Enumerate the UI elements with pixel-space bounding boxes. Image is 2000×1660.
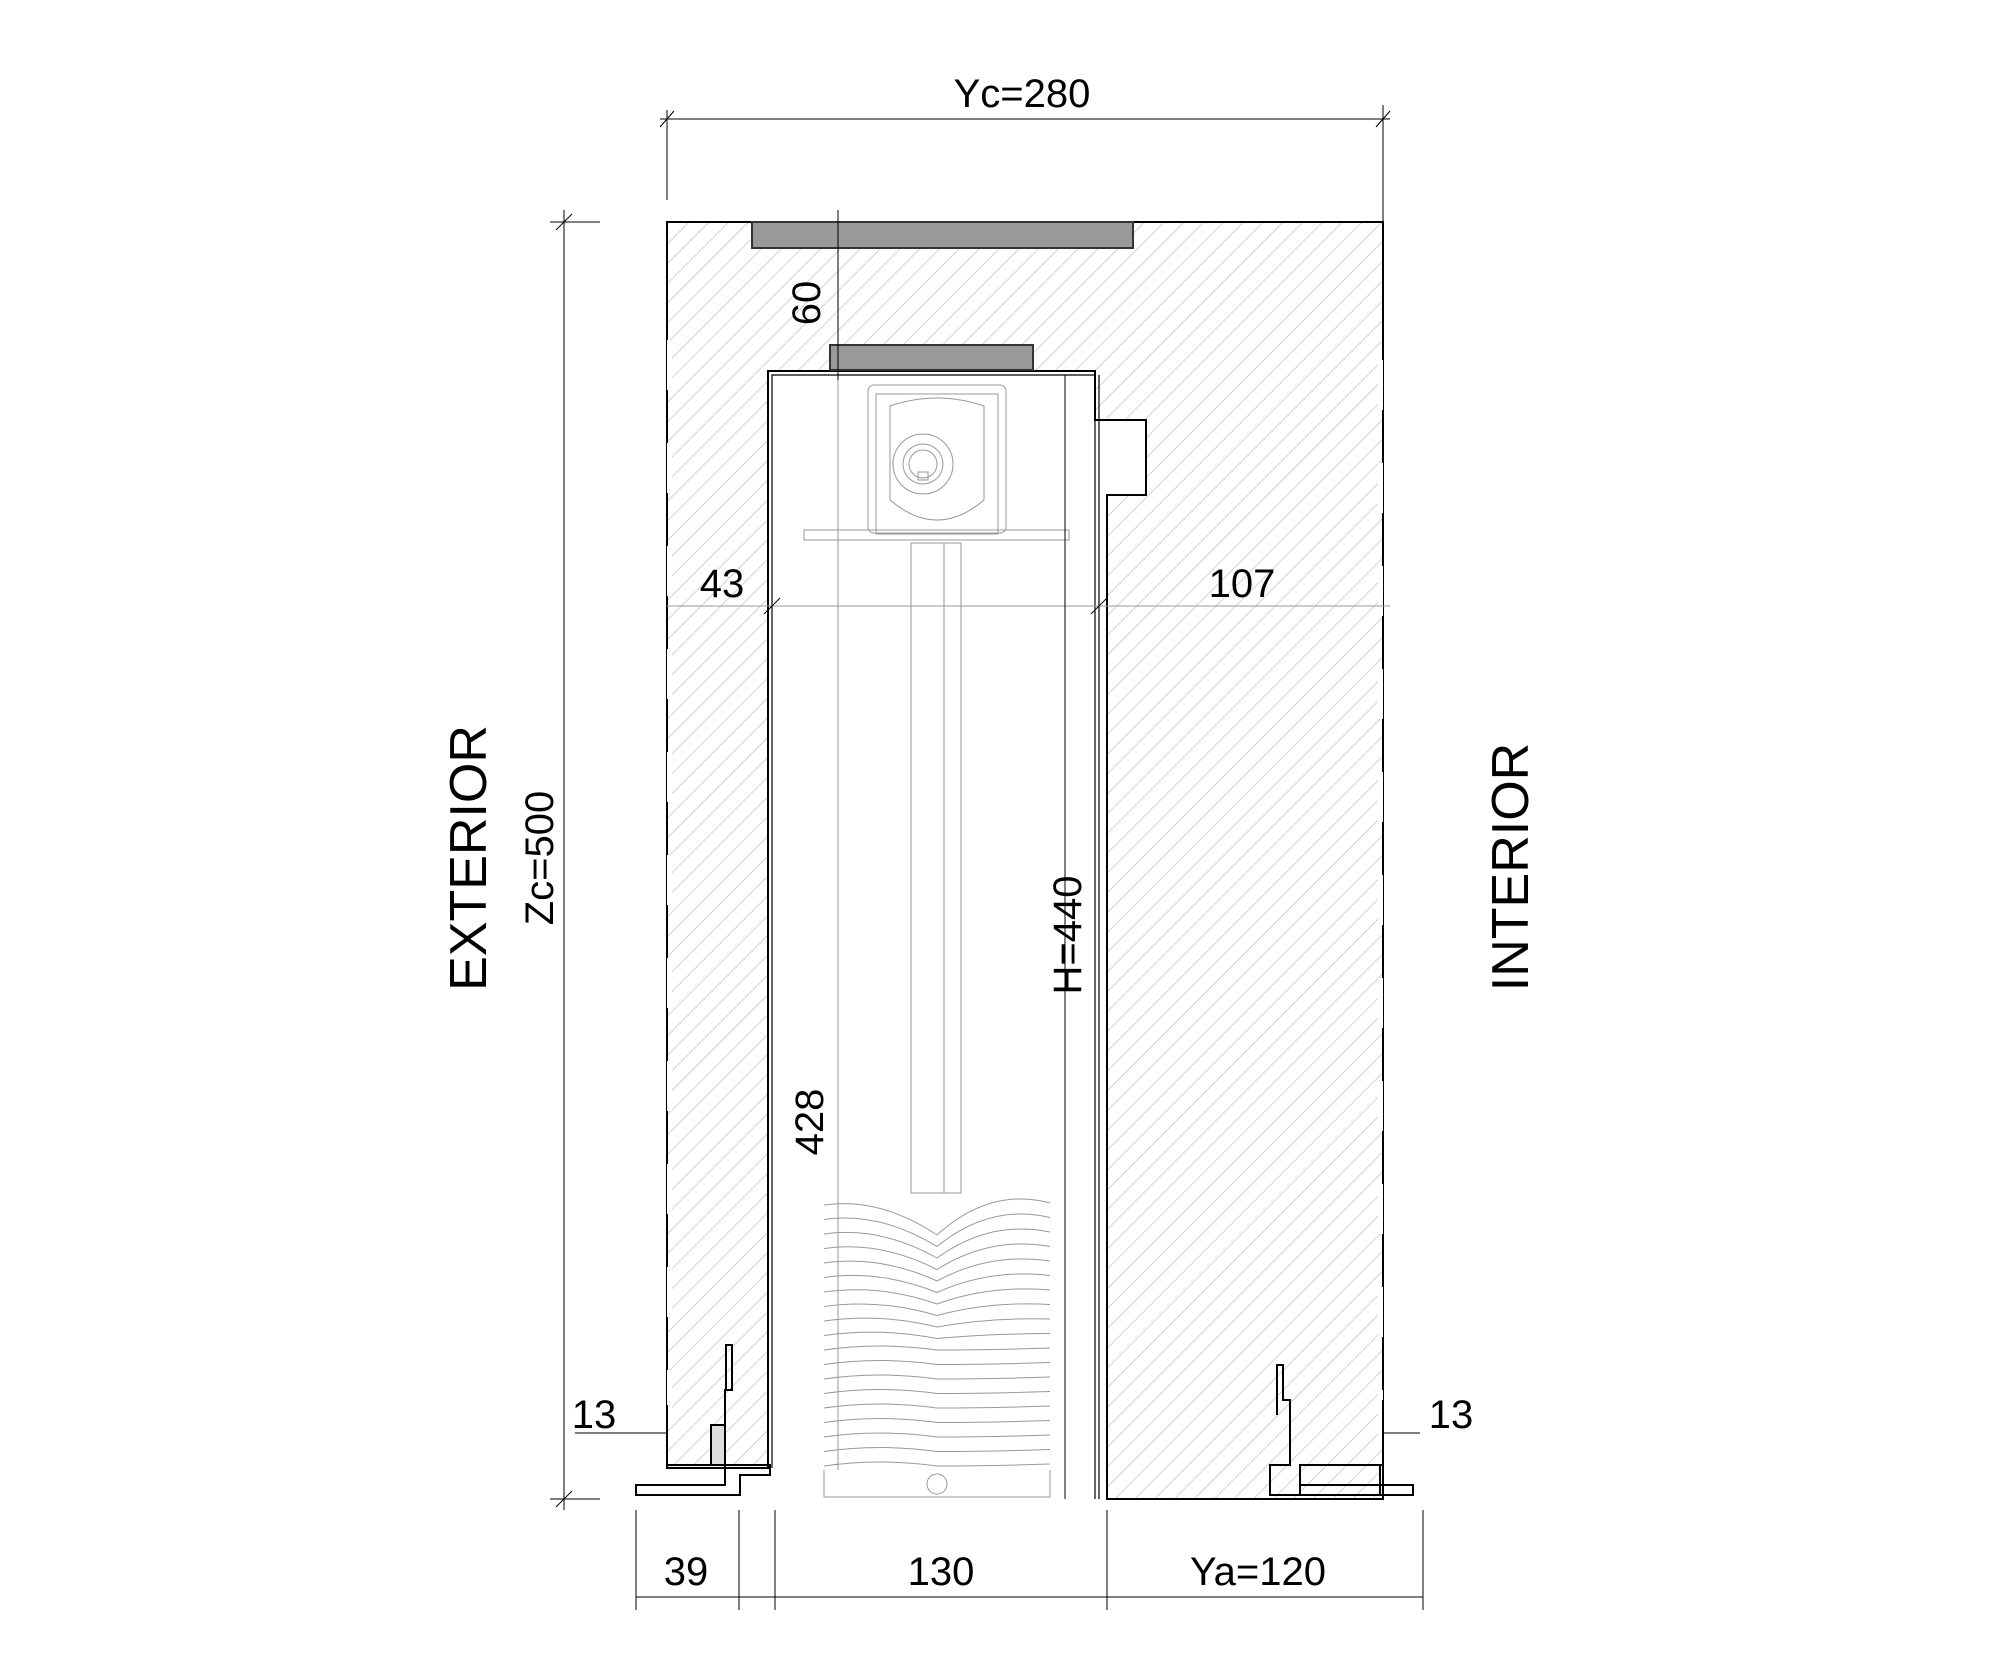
wall-edge-serrations-right bbox=[1378, 360, 1383, 1440]
serration bbox=[667, 958, 672, 1008]
serration bbox=[667, 1164, 672, 1214]
slat bbox=[823, 1360, 1051, 1366]
slat bbox=[823, 1331, 1051, 1340]
serration bbox=[1378, 566, 1383, 616]
slat bbox=[823, 1198, 1051, 1236]
slat bbox=[823, 1447, 1051, 1453]
slat bbox=[823, 1345, 1051, 1351]
serration bbox=[1378, 772, 1383, 822]
wall-section bbox=[666, 221, 1384, 1500]
window-frame-interior bbox=[1269, 1364, 1414, 1496]
serration bbox=[667, 752, 672, 802]
serration bbox=[667, 1061, 672, 1111]
serration bbox=[667, 855, 672, 905]
slat bbox=[823, 1403, 1051, 1409]
window-frame-exterior bbox=[635, 1344, 771, 1496]
dim-total-width: Yc=280 bbox=[954, 72, 1091, 116]
shutter-slats-stack bbox=[823, 1198, 1051, 1498]
serration bbox=[1378, 463, 1383, 513]
slat bbox=[823, 1432, 1051, 1438]
slat bbox=[823, 1213, 1051, 1248]
slat bbox=[823, 1374, 1051, 1380]
serration bbox=[1378, 360, 1383, 410]
dim-frame-left: 13 bbox=[572, 1393, 617, 1437]
serration bbox=[1378, 1390, 1383, 1440]
roller-rod bbox=[837, 371, 962, 1470]
serration bbox=[1378, 1287, 1383, 1337]
slat bbox=[823, 1273, 1051, 1294]
serration bbox=[1378, 1184, 1383, 1234]
dim-exterior-wall: 43 bbox=[700, 562, 745, 606]
bottom-slat bbox=[823, 1470, 1051, 1498]
slat bbox=[823, 1228, 1051, 1259]
serration bbox=[667, 649, 672, 699]
top-plate bbox=[751, 221, 1134, 249]
label-exterior: EXTERIOR bbox=[440, 725, 498, 991]
dim-interior-wall: 107 bbox=[1209, 562, 1276, 606]
slat bbox=[823, 1303, 1051, 1317]
slat bbox=[823, 1243, 1051, 1271]
serration bbox=[1378, 875, 1383, 925]
slat bbox=[823, 1461, 1051, 1467]
slat bbox=[823, 1317, 1051, 1328]
dim-curtain-height: 428 bbox=[788, 1089, 832, 1156]
slat bbox=[823, 1258, 1051, 1282]
dimension-lines bbox=[550, 105, 1424, 1610]
roller-motor-bracket bbox=[803, 384, 1070, 541]
dim-frame-right: 13 bbox=[1429, 1393, 1474, 1437]
serration bbox=[1378, 978, 1383, 1028]
lintel-plate bbox=[829, 344, 1034, 371]
slat bbox=[823, 1389, 1051, 1395]
slat bbox=[823, 1288, 1051, 1305]
serration bbox=[667, 1267, 672, 1317]
label-interior: INTERIOR bbox=[1482, 743, 1540, 991]
serration bbox=[667, 1370, 672, 1420]
dim-box-width: 130 bbox=[908, 1550, 975, 1594]
slat bbox=[823, 1418, 1051, 1424]
serration bbox=[1378, 1081, 1383, 1131]
dim-interior-width: Ya=120 bbox=[1190, 1550, 1326, 1594]
wall-edge-serrations-left bbox=[667, 340, 672, 1420]
serration bbox=[667, 443, 672, 493]
bottom-slat-hole bbox=[926, 1473, 948, 1495]
dim-lintel-depth: 60 bbox=[785, 281, 829, 326]
serration bbox=[667, 340, 672, 390]
dim-total-height: Zc=500 bbox=[518, 791, 562, 926]
shutter-box-cavity bbox=[771, 371, 1100, 1499]
dim-opening-height: H=440 bbox=[1046, 876, 1090, 995]
dim-frame-width: 39 bbox=[664, 1550, 709, 1594]
serration bbox=[667, 546, 672, 596]
serration bbox=[1378, 669, 1383, 719]
